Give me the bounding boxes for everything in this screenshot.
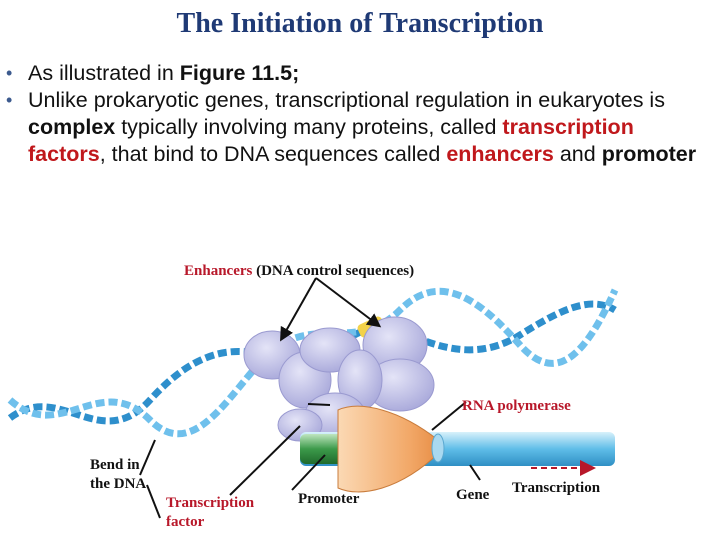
bend-pointer (146, 484, 161, 519)
text-segment: , that bind to DNA sequences called (99, 142, 447, 166)
text-segment: and (553, 142, 602, 166)
transcription-label: Transcription (512, 480, 601, 496)
enhancers-label: Enhancers (DNA control sequences) (184, 262, 414, 281)
enhancer-pointer (280, 277, 317, 342)
bullet-item-1: • As illustrated in Figure 11.5; (6, 60, 706, 87)
bullet-list: • As illustrated in Figure 11.5; • Unlik… (6, 60, 706, 168)
promoter-pointer (291, 454, 326, 491)
rna-polymerase-shape (337, 405, 441, 493)
bullet-item-2: • Unlike prokaryotic genes, transcriptio… (6, 87, 706, 168)
pointer-stub (307, 403, 331, 406)
text-segment: As illustrated in (28, 61, 180, 85)
bullet-1-text: As illustrated in Figure 11.5; (28, 61, 299, 85)
term-enhancers: enhancers (446, 142, 554, 166)
promoter-label: Promoter (298, 491, 360, 507)
term-complex: complex (28, 115, 116, 139)
text-segment: typically involving many proteins, calle… (115, 115, 503, 139)
bullet-dot-icon: • (6, 63, 13, 83)
gene-label: Gene (456, 487, 490, 503)
slide-title: The Initiation of Transcription (176, 8, 544, 39)
bullet-2-text: Unlike prokaryotic genes, transcriptiona… (28, 88, 696, 166)
figure-reference: Figure 11.5; (179, 61, 300, 85)
bend-pointer-line (139, 439, 156, 476)
term-transcription-factors: transcription factors (28, 115, 634, 166)
enhancer-pointer (315, 277, 382, 328)
transcription-factor-label: Transcription factor (166, 495, 255, 530)
enhancers-term: Enhancers (184, 263, 253, 279)
enhancers-note: (DNA control sequences) (256, 263, 415, 279)
gene-pointer (469, 464, 481, 481)
polymerase-pointer (431, 401, 467, 431)
bend-label: Bend in the DNA (90, 457, 147, 492)
text-segment: Unlike prokaryotic genes, transcriptiona… (28, 88, 665, 112)
term-promoter: promoter (601, 142, 697, 166)
dna-illustration (7, 277, 619, 519)
rna-polymerase-label: RNA polymerase (462, 398, 571, 414)
factor-pointer (229, 425, 301, 496)
bullet-dot-icon: • (6, 90, 13, 110)
transcription-figure: Enhancers (DNA control sequences) RNA po… (0, 250, 720, 540)
